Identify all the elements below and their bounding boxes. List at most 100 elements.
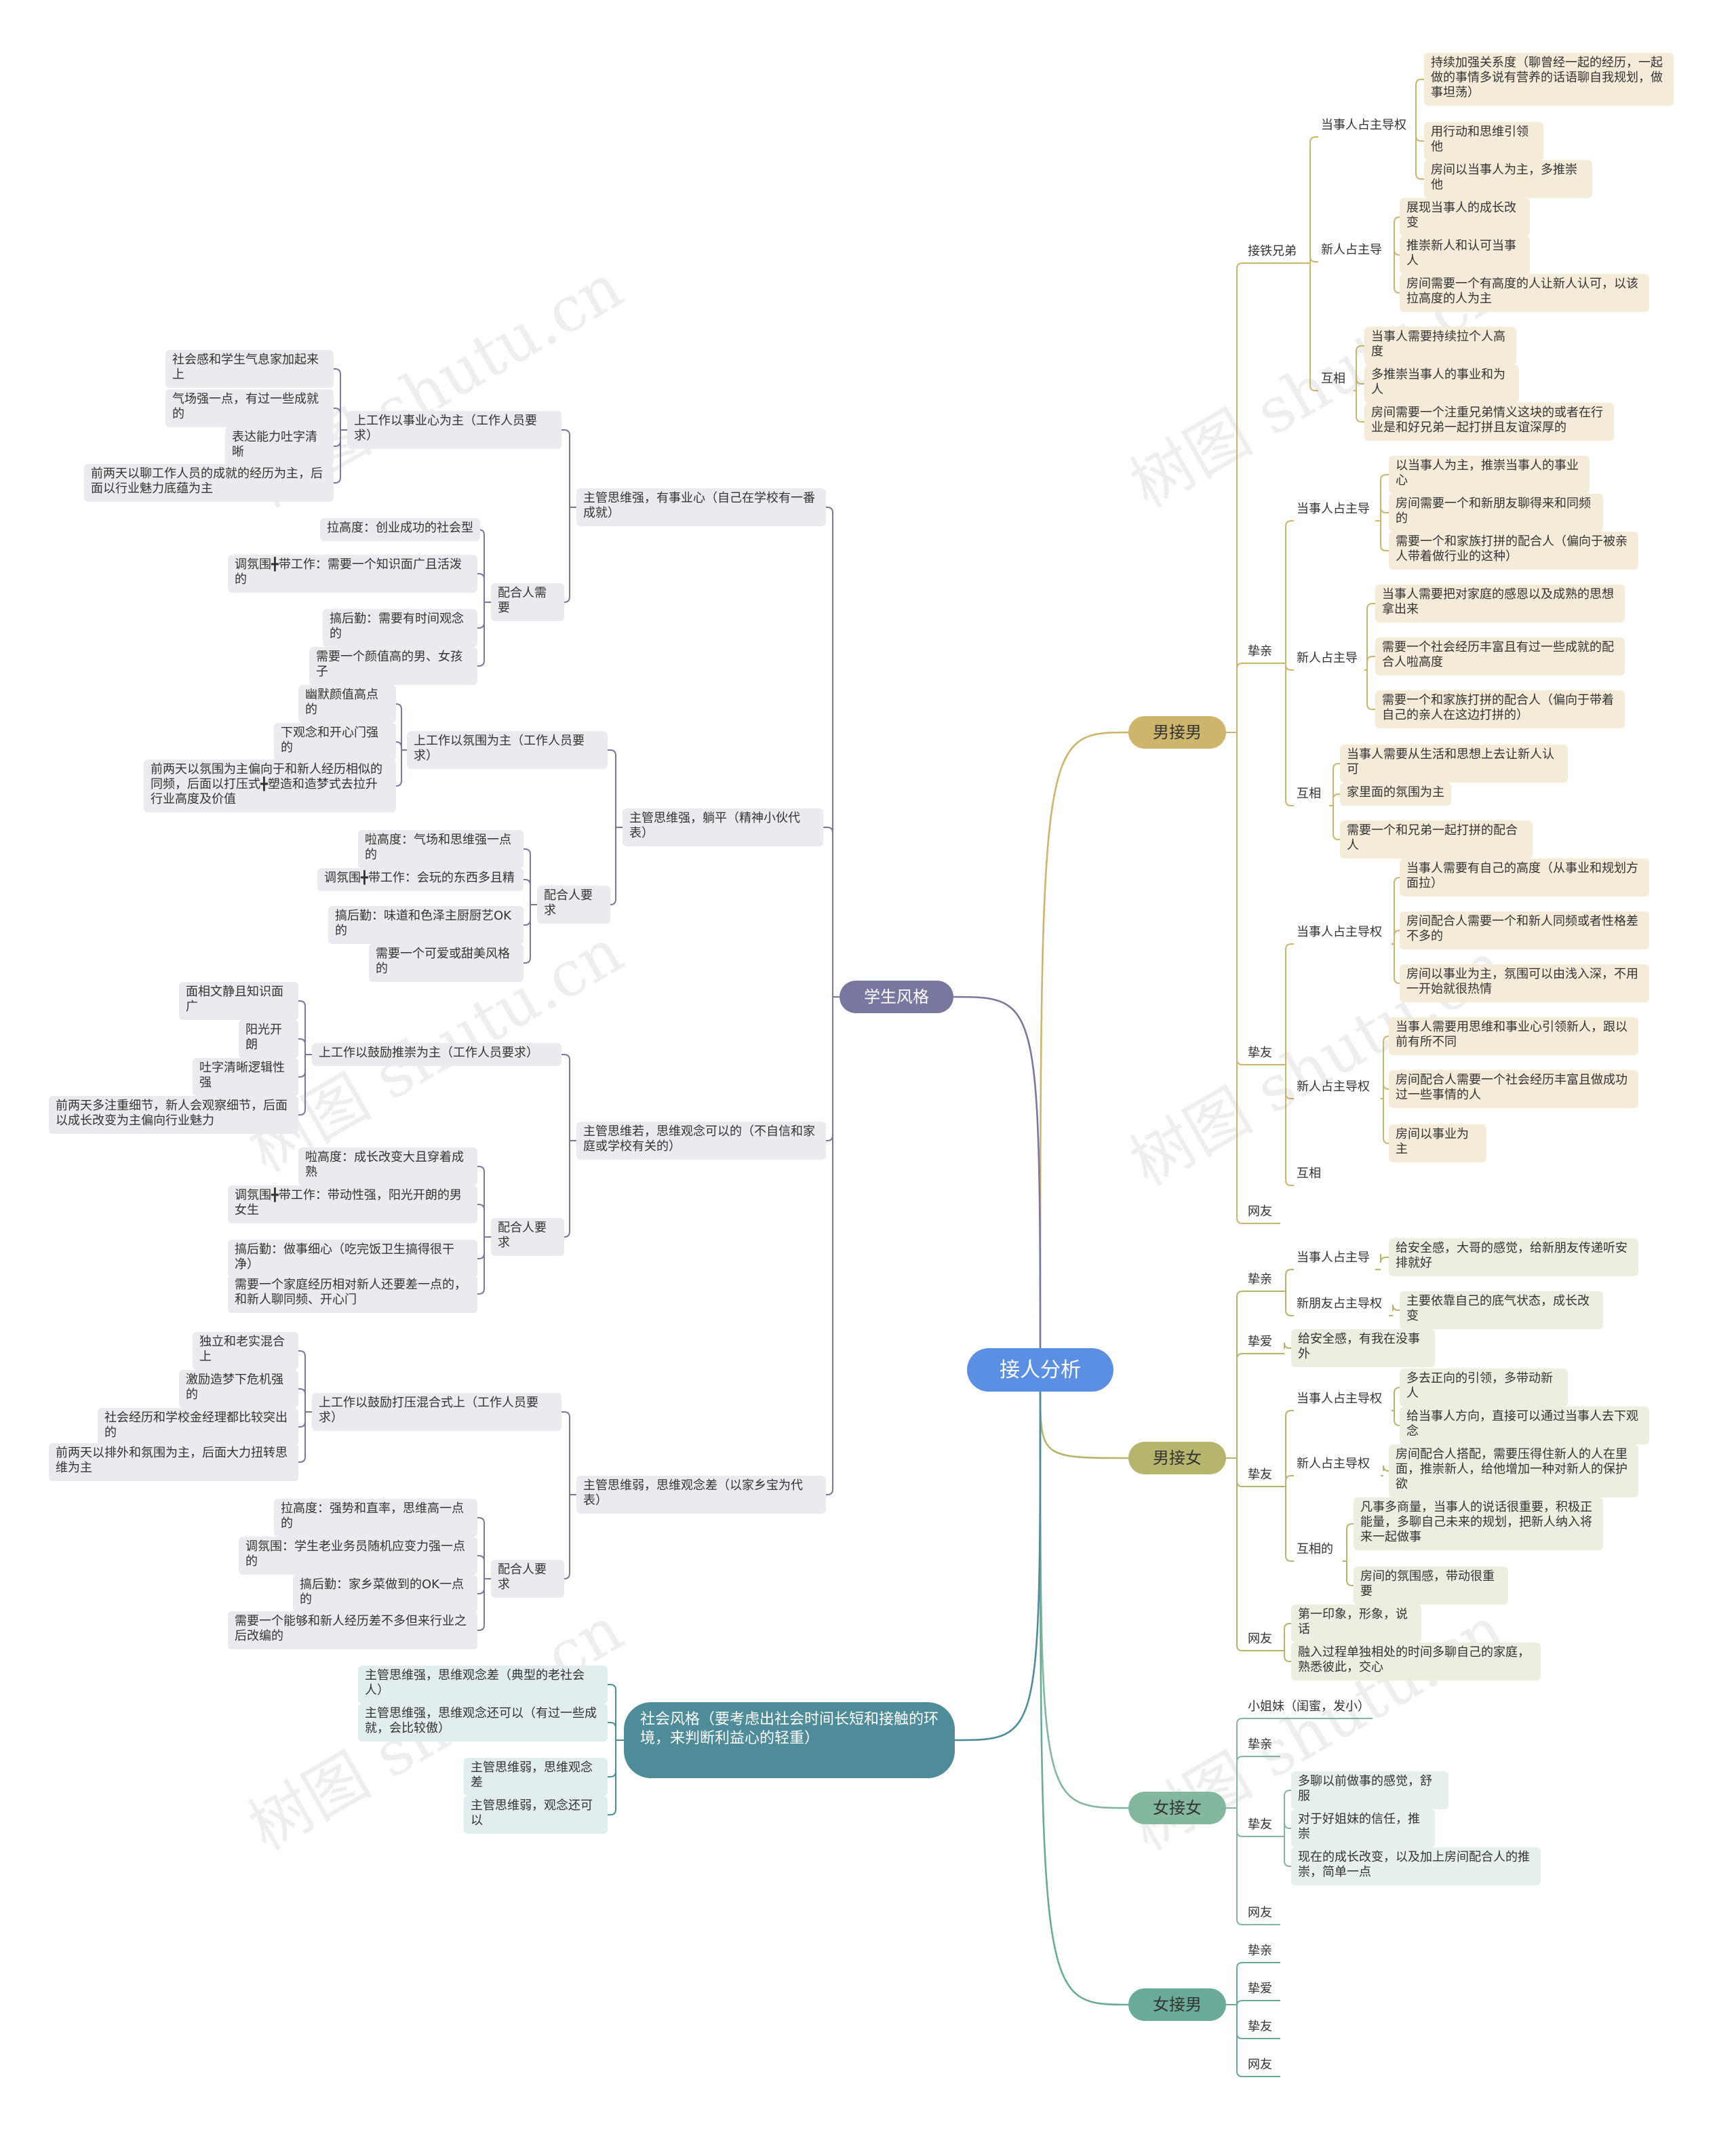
leaf[interactable]: 家里面的氛围为主 [1340, 783, 1451, 806]
leaf[interactable]: 房间以事业为主，氛围可以由浅入深，不用一开始就很热情 [1400, 964, 1649, 1002]
mf-friend[interactable]: 挚友 [1248, 1469, 1273, 1482]
mf-close[interactable]: 挚亲 [1248, 1274, 1273, 1287]
leaf[interactable]: 搞后勤：需要有时间观念的 [323, 609, 477, 647]
leaf[interactable]: 房间配合人需要一个和新人同频或者性格差不多的 [1400, 911, 1649, 949]
leaf[interactable]: 搞后勤：家乡菜做到的OK一点的 [293, 1575, 477, 1613]
student-group-4[interactable]: 主管思维弱，思维观念差（以家乡宝为代表） [576, 1476, 826, 1514]
leaf[interactable]: 啦高度：成长改变大且穿着成熟 [298, 1147, 477, 1185]
leaf[interactable]: 持续加强关系度（聊曾经一起的经历，一起做的事情多说有营养的话语聊自我规划，做事坦… [1424, 53, 1674, 106]
leaf[interactable]: 调氛围╋带工作：需要一个知识面广且活泼的 [228, 555, 477, 593]
root-topic[interactable]: 接人分析 [967, 1348, 1113, 1392]
leaf[interactable]: 前两天以聊工作人员的成就的经历为主，后面以行业魅力底蕴为主 [84, 464, 334, 502]
student-group-3-work[interactable]: 上工作以鼓励推崇为主（工作人员要求） [312, 1043, 561, 1066]
leaf[interactable]: 气场强一点，有过一些成就的 [165, 389, 334, 427]
leaf[interactable]: 吐字清晰逻辑性强 [193, 1058, 298, 1096]
leaf[interactable]: 多去正向的引领，多带动新人 [1400, 1369, 1568, 1407]
student-group-3[interactable]: 主管思维若，思维观念可以的（不自信和家庭或学校有关的） [576, 1122, 826, 1160]
mm-brother-newbie[interactable]: 新人占主导 [1321, 244, 1383, 258]
leaf[interactable]: 当事人需要把对家庭的感恩以及成熟的思想拿出来 [1375, 585, 1625, 623]
leaf[interactable]: 多推崇当事人的事业和为人 [1364, 365, 1519, 403]
mm-friend-leader[interactable]: 当事人占主导权 [1297, 926, 1383, 940]
fm-love[interactable]: 挚爱 [1248, 1983, 1273, 1997]
branch-social-style[interactable]: 社会风格（要考虑出社会时间长短和接触的环境，来判断利益心的轻重） [624, 1702, 955, 1778]
leaf[interactable]: 用行动和思维引领他 [1424, 122, 1543, 160]
leaf[interactable]: 对于好姐妹的信任，推崇 [1291, 1809, 1435, 1847]
leaf[interactable]: 需要一个可爱或甜美风格的 [369, 944, 524, 982]
mf-close-newbie[interactable]: 新朋友占主导权 [1297, 1298, 1383, 1312]
leaf[interactable]: 给安全感，大哥的感觉，给新朋友传递听安排就好 [1389, 1238, 1638, 1276]
leaf[interactable]: 主要依靠自己的底气状态，成长改变 [1400, 1291, 1603, 1329]
leaf[interactable]: 前两天多注重细节，新人会观察细节，后面以成长改变为主偏向行业魅力 [49, 1096, 298, 1134]
leaf[interactable]: 调氛围：学生老业务员随机应变力强一点的 [239, 1537, 477, 1575]
student-group-2[interactable]: 主管思维强，躺平（精神小伙代表） [623, 808, 823, 846]
leaf[interactable]: 房间的氛围感，带动很重要 [1354, 1567, 1508, 1605]
leaf[interactable]: 凡事多商量，当事人的说话很重要，积极正能量，多聊自己未来的规划，把新人纳入将来一… [1354, 1497, 1603, 1550]
leaf[interactable]: 第一印象，形象，说话 [1291, 1605, 1421, 1643]
mm-brother-leader[interactable]: 当事人占主导权 [1321, 119, 1407, 133]
leaf[interactable]: 调氛围╋带工作：带动性强，阳光开朗的男女生 [228, 1185, 477, 1223]
leaf[interactable]: 前两天以排外和氛围为主，后面大力扭转思维为主 [49, 1443, 298, 1481]
mm-friend-mutual[interactable]: 互相 [1297, 1168, 1322, 1181]
leaf[interactable]: 展现当事人的成长改变 [1400, 198, 1530, 236]
student-group-4-work[interactable]: 上工作以鼓励打压混合式上（工作人员要求） [312, 1393, 561, 1431]
branch-student-style[interactable]: 学生风格 [840, 981, 953, 1013]
leaf[interactable]: 需要一个和家族打拼的配合人（偏向于带着自己的亲人在这边打拼的） [1375, 690, 1625, 728]
leaf[interactable]: 幽默颜值高点的 [298, 685, 396, 723]
ff-bestie[interactable]: 小姐妹（闺蜜，发小） [1248, 1701, 1370, 1714]
branch-female-female[interactable]: 女接女 [1128, 1792, 1226, 1824]
leaf[interactable]: 给安全感，有我在没事外 [1291, 1329, 1435, 1367]
leaf[interactable]: 需要一个社会经历丰富且有过一些成就的配合人啦高度 [1375, 637, 1625, 675]
ff-friend[interactable]: 挚友 [1248, 1819, 1273, 1832]
leaf[interactable]: 房间需要一个注重兄弟情义这块的或者在行业是和好兄弟一起打拼且友谊深厚的 [1364, 403, 1614, 441]
mm-friend[interactable]: 挚友 [1248, 1047, 1273, 1061]
leaf[interactable]: 当事人需要从生活和思想上去让新人认可 [1340, 745, 1568, 783]
leaf[interactable]: 房间需要一个有高度的人让新人认可，以该拉高度的人为主 [1400, 274, 1649, 312]
leaf[interactable]: 面相文静且知识面广 [179, 982, 298, 1020]
leaf[interactable]: 独立和老实混合上 [193, 1332, 298, 1370]
leaf[interactable]: 阳光开朗 [239, 1020, 298, 1058]
leaf[interactable]: 主管思维强，思维观念还可以（有过一些成就，会比较傲） [358, 1704, 608, 1742]
leaf[interactable]: 表达能力吐字清晰 [225, 427, 334, 465]
leaf[interactable]: 以当事人为主，推崇当事人的事业心 [1389, 456, 1590, 494]
mm-online[interactable]: 网友 [1248, 1206, 1273, 1219]
mm-close[interactable]: 挚亲 [1248, 646, 1273, 659]
leaf[interactable]: 当事人需要持续拉个人高度 [1364, 327, 1516, 365]
mf-friend-newbie[interactable]: 新人占主导权 [1297, 1458, 1370, 1472]
leaf[interactable]: 社会感和学生气息家加起来上 [165, 350, 334, 388]
leaf[interactable]: 推崇新人和认可当事人 [1400, 236, 1530, 274]
leaf[interactable]: 融入过程单独相处的时间多聊自己的家庭，熟悉彼此，交心 [1291, 1643, 1541, 1680]
leaf[interactable]: 搞后勤：做事细心（吃完饭卫生搞得很干净） [228, 1240, 477, 1278]
leaf[interactable]: 当事人需要用思维和事业心引领新人，跟以前有所不同 [1389, 1017, 1638, 1055]
leaf[interactable]: 下观念和开心门强的 [274, 723, 396, 761]
leaf[interactable]: 需要一个和兄弟一起打拼的配合人 [1340, 821, 1533, 859]
leaf[interactable]: 前两天以氛围为主偏向于和新人经历相似的同频，后面以打压式╋塑造和造梦式去拉升行业… [144, 760, 396, 812]
leaf[interactable]: 搞后勤：味道和色泽主厨厨艺OK的 [328, 906, 524, 944]
leaf[interactable]: 需要一个和家族打拼的配合人（偏向于被亲人带着做行业的这种） [1389, 532, 1638, 570]
leaf[interactable]: 调氛围╋带工作：会玩的东西多且精 [317, 868, 524, 891]
mm-close-leader[interactable]: 当事人占主导 [1297, 503, 1370, 517]
mm-brother-mutual[interactable]: 互相 [1321, 373, 1346, 387]
mf-close-leader[interactable]: 当事人占主导 [1297, 1252, 1370, 1265]
leaf[interactable]: 社会经历和学校金经理都比较突出的 [98, 1408, 298, 1446]
leaf[interactable]: 房间配合人需要一个社会经历丰富且做成功过一些事情的人 [1389, 1070, 1638, 1108]
student-group-1[interactable]: 主管思维强，有事业心（自己在学校有一番成就） [576, 488, 826, 526]
branch-male-female[interactable]: 男接女 [1128, 1442, 1226, 1474]
fm-close[interactable]: 挚亲 [1248, 1945, 1273, 1959]
leaf[interactable]: 房间以当事人为主，多推崇他 [1424, 160, 1592, 198]
fm-online[interactable]: 网友 [1248, 2059, 1273, 2072]
student-group-1-partner[interactable]: 配合人需要 [491, 583, 564, 621]
leaf[interactable]: 当事人需要有自己的高度（从事业和规划方面拉） [1400, 859, 1649, 897]
ff-close[interactable]: 挚亲 [1248, 1739, 1273, 1752]
mf-online[interactable]: 网友 [1248, 1633, 1273, 1647]
leaf[interactable]: 给当事人方向，直接可以通过当事人去下观念 [1400, 1407, 1649, 1444]
leaf[interactable]: 激励造梦下危机强的 [179, 1370, 298, 1408]
student-group-4-partner[interactable]: 配合人要求 [491, 1560, 564, 1598]
leaf[interactable]: 主管思维强，思维观念差（典型的老社会人） [358, 1666, 608, 1704]
leaf[interactable]: 需要一个能够和新人经历差不多但来行业之后改编的 [228, 1611, 477, 1649]
mf-friend-leader[interactable]: 当事人占主导权 [1297, 1393, 1383, 1407]
leaf[interactable]: 需要一个颜值高的男、女孩子 [309, 647, 477, 685]
leaf[interactable]: 主管思维弱，观念还可以 [464, 1796, 608, 1834]
leaf[interactable]: 主管思维弱，思维观念差 [464, 1758, 608, 1796]
mm-brother[interactable]: 接铁兄弟 [1248, 245, 1297, 259]
leaf[interactable]: 房间以事业为主 [1389, 1124, 1486, 1162]
